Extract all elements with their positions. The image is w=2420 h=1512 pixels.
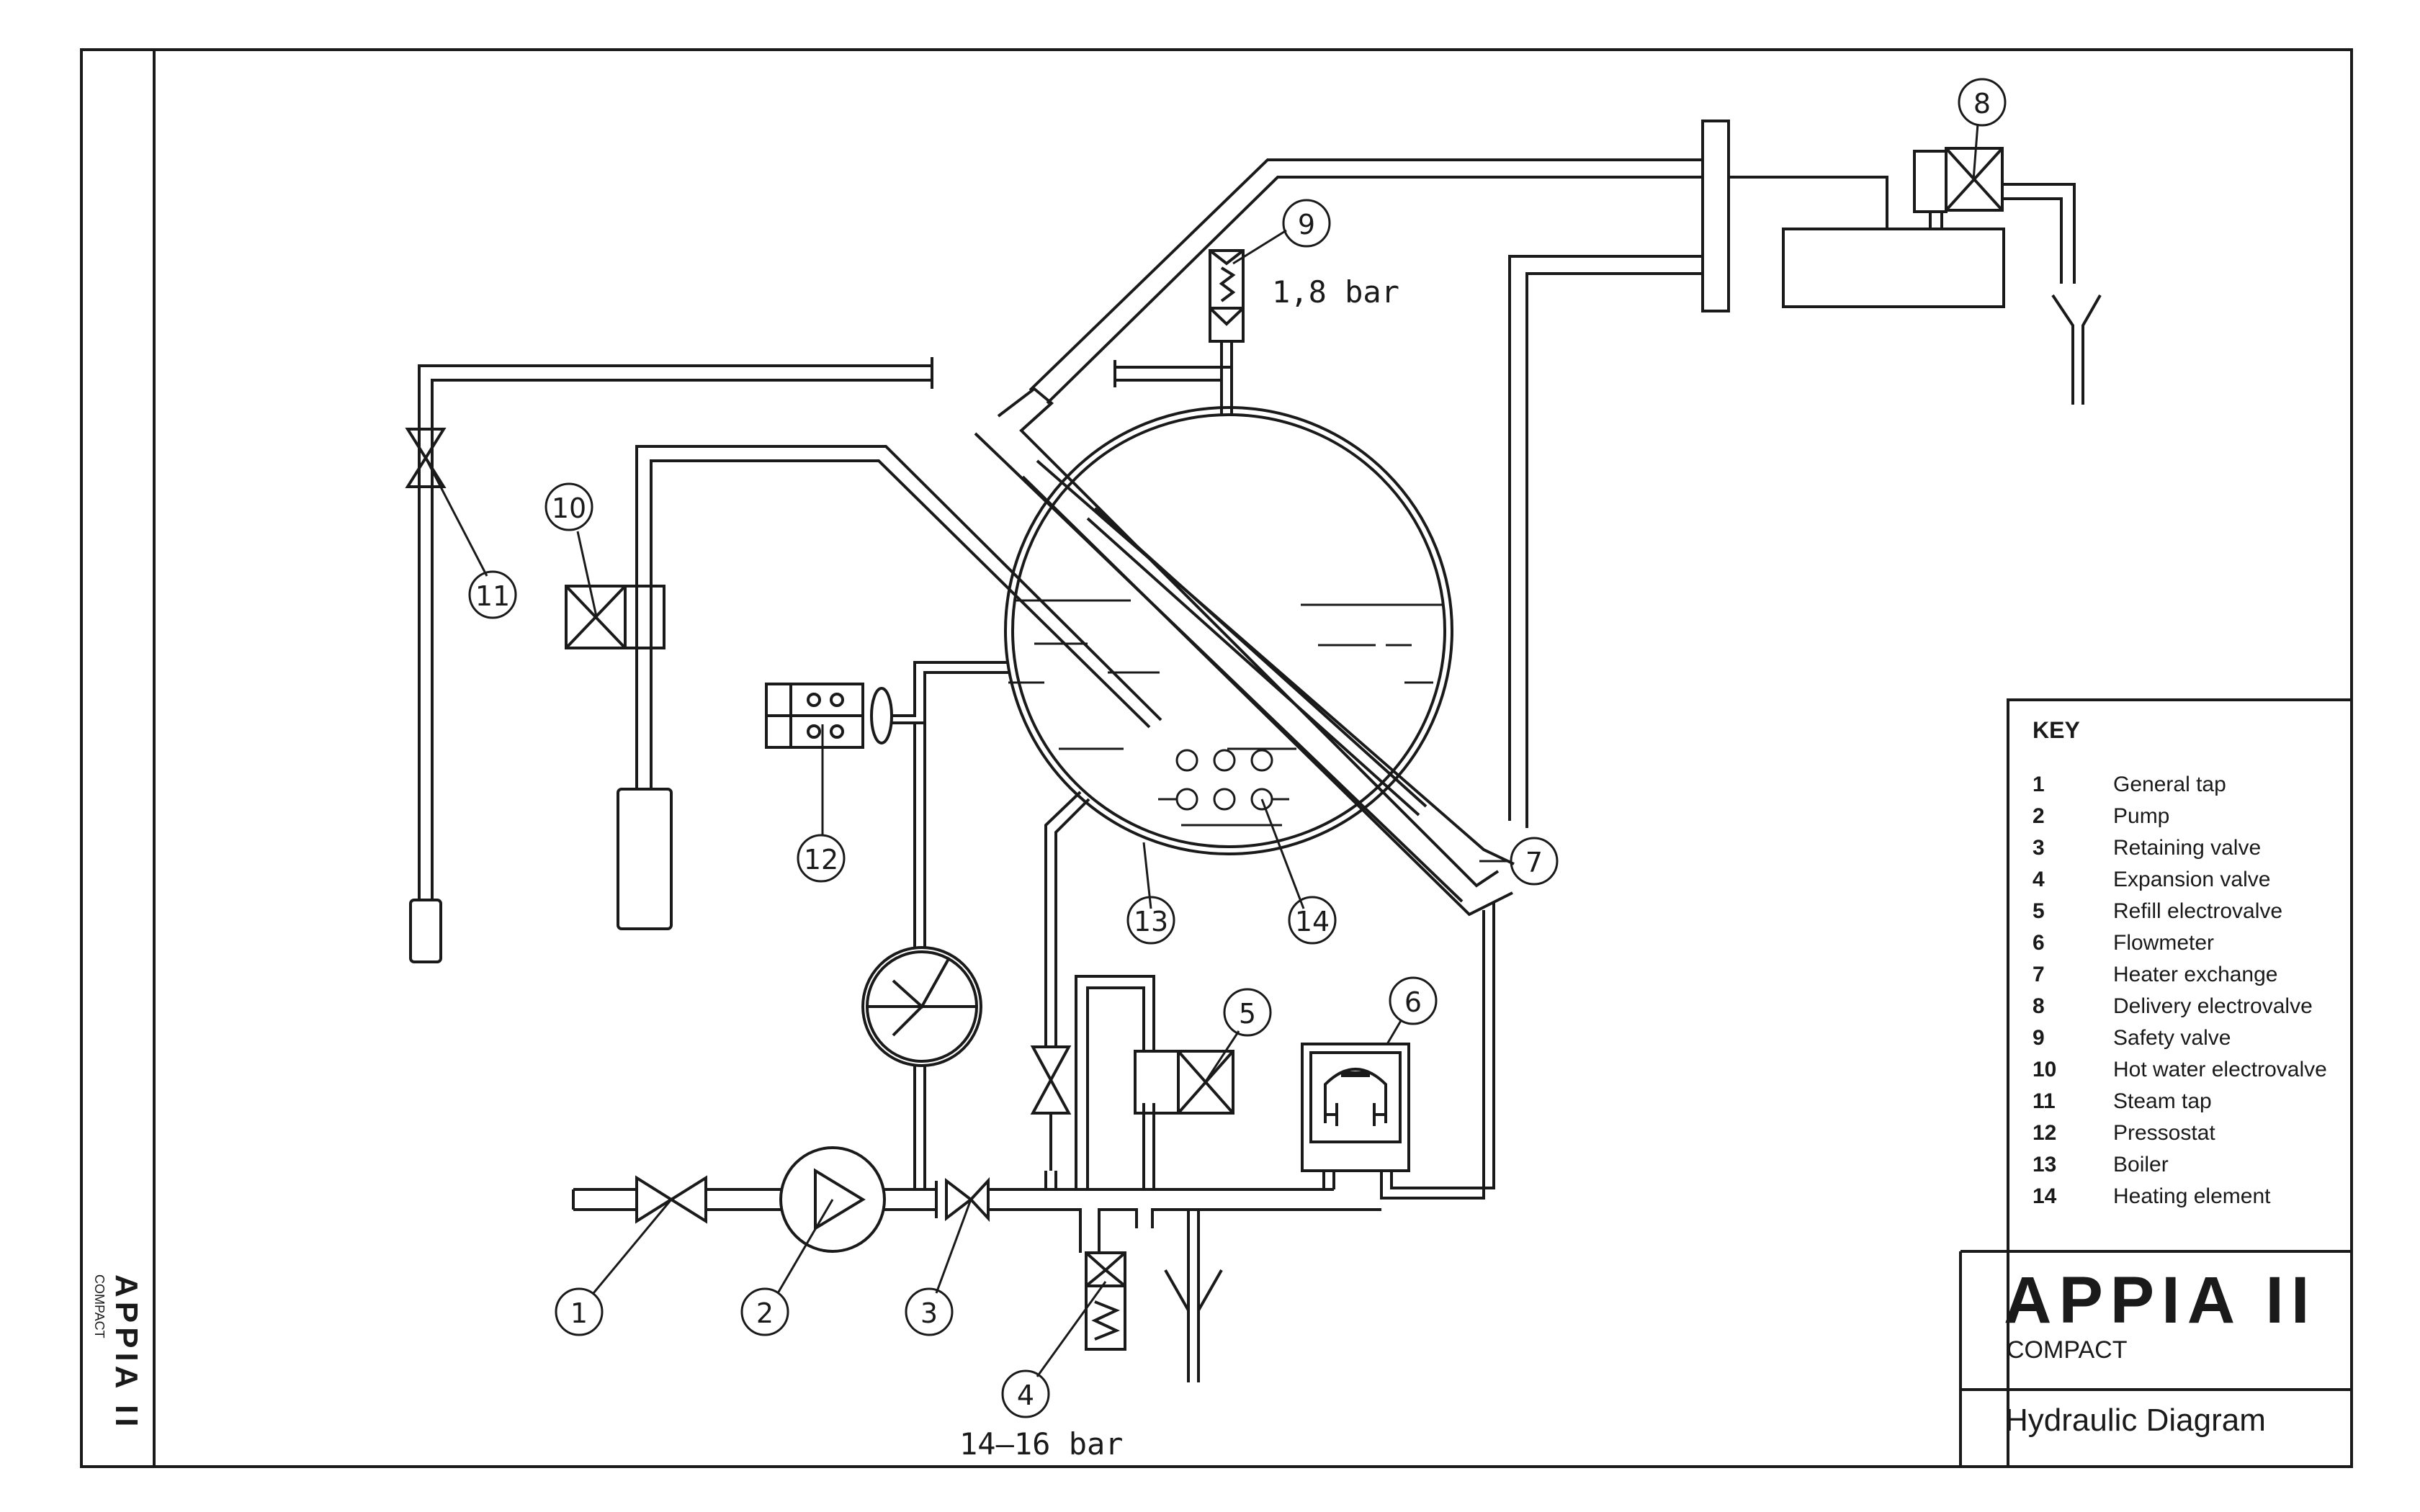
key-row: 9 Safety valve (2033, 1022, 2231, 1054)
callout-9-number: 9 (1298, 209, 1315, 240)
key-title: KEY (2033, 717, 2080, 743)
general-tap (635, 1175, 707, 1224)
hot-water-pipe (565, 445, 1162, 930)
key-label: Hot water electrovalve (2113, 1058, 2327, 1081)
water-level-lines (1008, 599, 1443, 827)
key-number: 6 (2033, 931, 2045, 955)
key-row: 14 Heating element (2033, 1181, 2270, 1212)
key-number: 13 (2033, 1153, 2057, 1176)
callout-6-number: 6 (1404, 986, 1422, 1018)
drawing-frame (80, 48, 2353, 1468)
callout-3-number: 3 (920, 1297, 938, 1329)
key-row: 3 Retaining valve (2033, 832, 2261, 864)
pressure-gauge (861, 723, 982, 1189)
delivery-pipe (1028, 120, 2102, 828)
callout-10-number: 10 (552, 492, 586, 524)
key-number: 7 (2033, 963, 2045, 986)
key-label: Safety valve (2113, 1026, 2231, 1050)
key-number: 12 (2033, 1121, 2057, 1145)
brand-subtitle: COMPACT (2007, 1336, 2128, 1364)
pump (779, 1146, 886, 1253)
key-number: 14 (2033, 1184, 2057, 1208)
key-row: 6 Flowmeter (2033, 927, 2214, 959)
key-row: 7 Heater exchange (2033, 959, 2278, 991)
brand-block: APPIA II COMPACT (1959, 1253, 2345, 1388)
diagram-title: Hydraulic Diagram (2005, 1403, 2266, 1438)
callout-11-number: 11 (475, 580, 510, 612)
expansion-valve-pressure: 14—16 bar (959, 1426, 1124, 1462)
callout-leaders (424, 123, 1979, 1377)
retaining-valve (935, 1176, 990, 1223)
key-label: Heater exchange (2113, 963, 2278, 986)
callout-1-number: 1 (570, 1297, 588, 1329)
refill-check-valve (1030, 1045, 1072, 1171)
key-number: 9 (2033, 1026, 2045, 1050)
key-row: 5 Refill electrovalve (2033, 896, 2282, 927)
safety-valve (1113, 249, 1245, 415)
key-label: Heating element (2113, 1184, 2271, 1208)
key-row: 1 General tap (2033, 769, 2226, 801)
callout-8-number: 8 (1973, 88, 1991, 120)
callout-14-number: 14 (1295, 906, 1330, 937)
boiler (1004, 406, 1453, 855)
key-row: 10 Hot water electrovalve (2033, 1054, 2327, 1086)
key-row: 11 Steam tap (2033, 1086, 2212, 1117)
key-label: Flowmeter (2113, 931, 2215, 955)
inlet-line (572, 1188, 1381, 1382)
key-label: General tap (2113, 773, 2226, 796)
key-label: Pump (2113, 804, 2170, 828)
key-label: Steam tap (2113, 1089, 2212, 1113)
key-label: Expansion valve (2113, 868, 2271, 891)
key-label: Refill electrovalve (2113, 899, 2283, 923)
pressostat (765, 661, 1010, 749)
key-number: 2 (2033, 804, 2045, 828)
key-row: 8 Delivery electrovalve (2033, 991, 2313, 1022)
side-brand: APPIA II COMPACT (58, 1274, 144, 1462)
key-label: Retaining valve (2113, 836, 2262, 860)
key-number: 10 (2033, 1058, 2057, 1081)
callout-2-number: 2 (756, 1297, 774, 1329)
boiler-feed-pipes (1044, 791, 1155, 1189)
key-row: 13 Boiler (2033, 1149, 2169, 1181)
flowmeter (1301, 903, 1495, 1200)
side-brand-logo: APPIA II (109, 1274, 144, 1431)
key-panel-border (2007, 698, 2352, 1467)
brand-logo: APPIA II (2004, 1264, 2317, 1337)
key-row: 4 Expansion valve (2033, 864, 2270, 896)
callout-5-number: 5 (1239, 998, 1256, 1030)
refill-electrovalve (1134, 1050, 1234, 1115)
callout-7-number: 7 (1525, 847, 1543, 878)
key-row: 12 Pressostat (2033, 1117, 2215, 1149)
expansion-valve (1079, 1228, 1126, 1351)
key-number: 11 (2033, 1089, 2056, 1113)
safety-valve-pressure: 1,8 bar (1272, 274, 1399, 310)
key-number: 1 (2033, 773, 2045, 796)
side-brand-subtitle: COMPACT (92, 1274, 107, 1338)
key-number: 4 (2033, 868, 2045, 891)
key-number: 8 (2033, 994, 2045, 1018)
callout-4-number: 4 (1017, 1380, 1034, 1411)
key-row: 2 Pump (2033, 801, 2169, 832)
callout-13-number: 13 (1134, 906, 1168, 937)
key-number: 3 (2033, 836, 2045, 860)
heating-element (1158, 749, 1289, 811)
callout-circles (468, 78, 2007, 1418)
callout-12-number: 12 (804, 844, 838, 876)
key-label: Pressostat (2113, 1121, 2215, 1145)
key-number: 5 (2033, 899, 2045, 923)
key-label: Delivery electrovalve (2113, 994, 2313, 1018)
refill-line (1135, 1210, 1154, 1228)
steam-pipe (405, 357, 933, 963)
key-label: Boiler (2113, 1153, 2169, 1176)
heat-exchanger (974, 387, 1515, 917)
